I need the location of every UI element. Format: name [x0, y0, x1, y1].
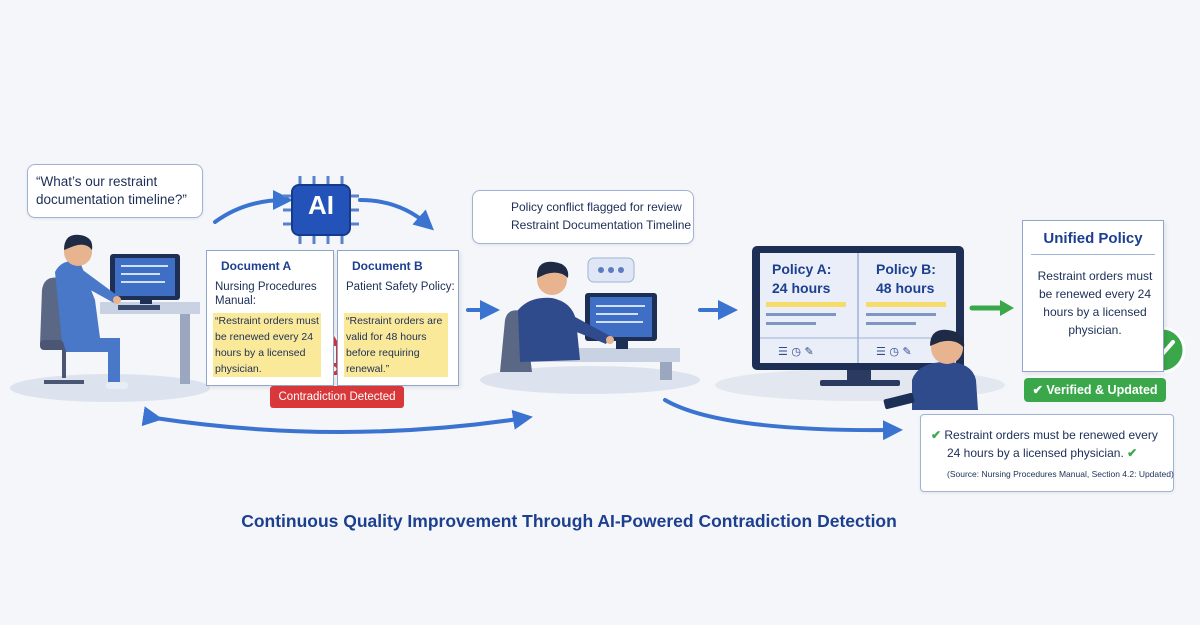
policy-a-title: Policy A: — [772, 261, 832, 277]
svg-text:☰ ◷ ✎: ☰ ◷ ✎ — [778, 345, 814, 358]
answer-text-2: 24 hours by a licensed physician. — [947, 446, 1124, 460]
policy-a-value: 24 hours — [772, 280, 831, 296]
question-text: “What’s our restraint documentation time… — [36, 174, 187, 207]
question-bubble: “What’s our restraint documentation time… — [27, 164, 203, 218]
answer-check-icon: ✔ — [931, 428, 945, 442]
nurse-illustration — [40, 234, 200, 389]
arrow-monitor-to-unified — [969, 300, 1014, 316]
document-a-title: Document A — [221, 259, 292, 273]
answer-check-icon-2: ✔ — [1123, 446, 1138, 460]
answer-source: (Source: Nursing Procedures Manual, Sect… — [947, 469, 1174, 479]
document-b-title: Document B — [352, 259, 423, 273]
answer-line-2: 24 hours by a licensed physician. ✔ — [947, 446, 1137, 460]
answer-line-1: ✔ Restraint orders must be renewed every — [931, 428, 1158, 442]
unified-policy-text: Restraint orders must be renewed every 2… — [1037, 269, 1153, 337]
tablet-user-illustration — [883, 329, 978, 410]
flow-arrows — [141, 190, 903, 441]
answer-box: ✔ Restraint orders must be renewed every… — [920, 414, 1174, 492]
policy-monitor-illustration: ☰ ◷ ✎ ☰ ◷ ✎ — [752, 246, 964, 386]
document-a-card: Document A Nursing Procedures Manual: “R… — [206, 250, 334, 386]
document-b-source: Patient Safety Policy: — [346, 281, 455, 293]
verified-badge: ✔ Verified & Updated — [1024, 378, 1166, 402]
arc-arrow-left — [213, 190, 293, 224]
arc-arrow-right — [358, 198, 434, 231]
verified-badge-label: Verified & Updated — [1046, 383, 1158, 397]
document-a-quote: “Restraint orders must be renewed every … — [213, 313, 321, 377]
ai-label: AI — [308, 190, 334, 220]
document-b-quote: “Restraint orders are valid for 48 hours… — [344, 313, 448, 377]
verified-check-icon: ✔ — [1032, 383, 1047, 397]
policy-b-title: Policy B: — [876, 261, 936, 277]
conflict-notification: Policy conflict flagged for review Restr… — [472, 190, 694, 244]
feedback-loop-arrow — [141, 406, 533, 434]
document-a-source: Nursing Procedures Manual: — [215, 281, 317, 307]
unified-policy-title: Unified Policy — [1043, 230, 1143, 247]
contradiction-badge: Contradiction Detected — [270, 386, 404, 408]
notification-line-1: Policy conflict flagged for review — [511, 200, 682, 214]
document-b-card: Document B Patient Safety Policy: “Restr… — [337, 250, 459, 386]
floor-shadow-reviewer — [480, 366, 700, 394]
typing-indicator-icon — [587, 257, 635, 283]
unified-policy-card: Unified Policy Restraint orders must be … — [1022, 220, 1164, 372]
reviewer-illustration — [500, 261, 680, 380]
ai-chip-icon — [283, 176, 359, 244]
answer-text-1: Restraint orders must be renewed every — [944, 428, 1158, 442]
diagram-caption: Continuous Quality Improvement Through A… — [241, 511, 897, 531]
notification-line-2: Restraint Documentation Timeline — [511, 218, 692, 232]
svg-text:☰ ◷ ✎: ☰ ◷ ✎ — [876, 345, 912, 358]
policy-b-value: 48 hours — [876, 280, 935, 296]
arrow-to-answer — [663, 398, 903, 441]
